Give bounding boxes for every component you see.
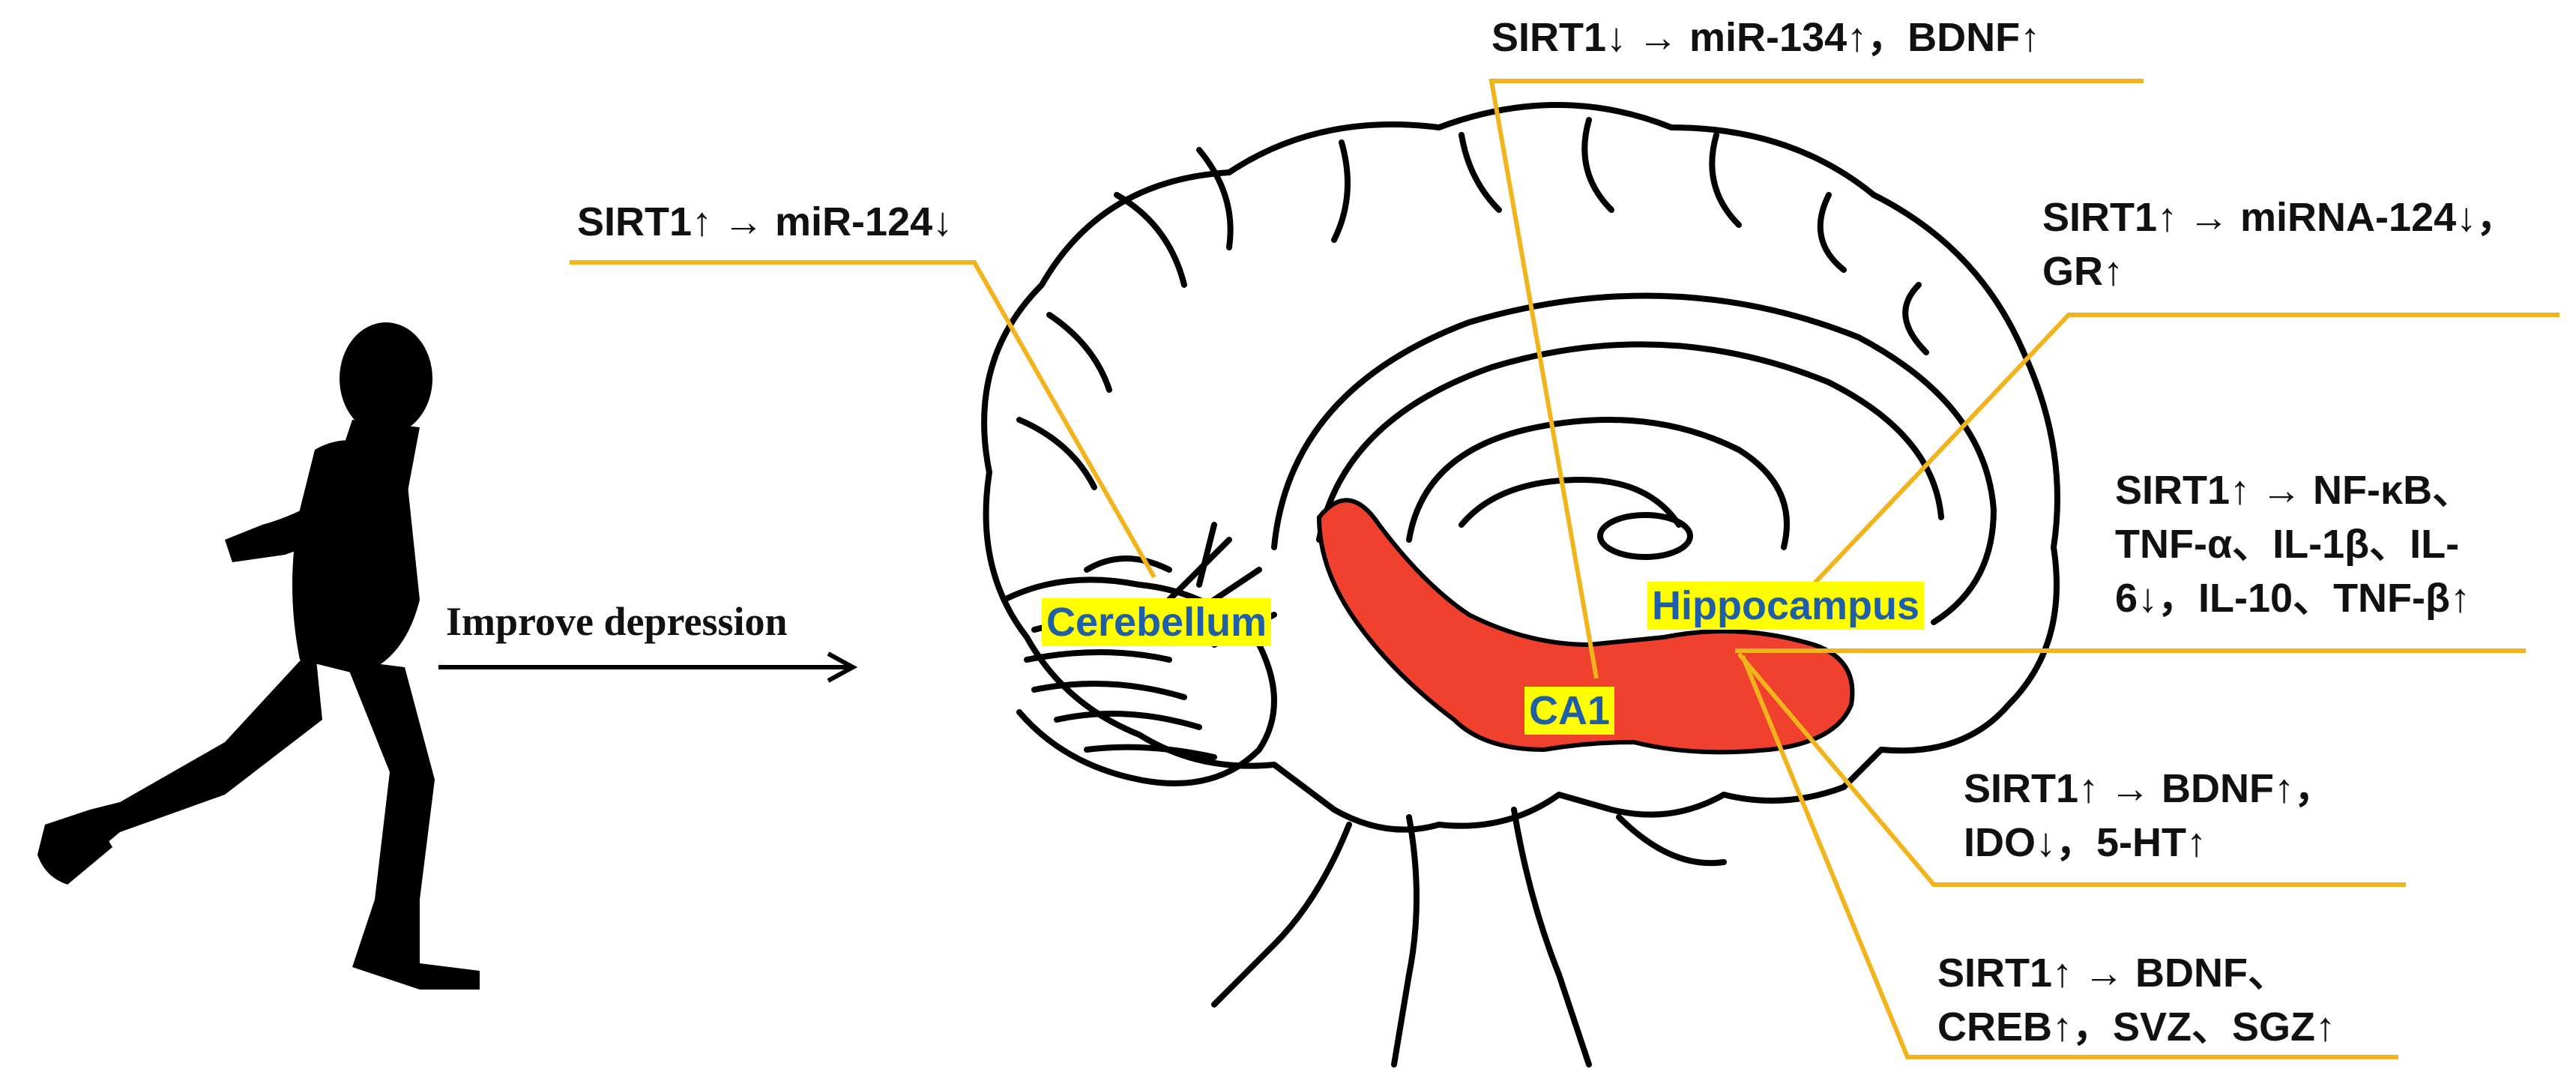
leader-top (1488, 79, 2144, 679)
annotation-cerebellum: SIRT1↑ → miR-124↓ (577, 199, 953, 244)
ca1-label: CA1 (1524, 687, 1615, 735)
leader-cerebellum (570, 260, 1156, 579)
annotation-creb: SIRT1↑ → BDNF、 CREB↑，SVZ、SGZ↑ (1937, 951, 2336, 1050)
leader-mirna-gr (1797, 313, 2560, 602)
arrow-caption: Improve depression (446, 599, 788, 644)
hippocampus-region (1316, 498, 1855, 755)
leader-lines (570, 79, 2560, 1059)
leader-bdnf-ido (1737, 652, 2406, 887)
cerebellum-label: Cerebellum (1042, 598, 1272, 646)
right-arrow-icon (438, 651, 858, 683)
hippocampus-label: Hippocampus (1647, 582, 1925, 630)
annotation-inflammation: SIRT1↑ → NF-κB、 TNF-α、IL-1β、IL- 6↓，IL-10… (2115, 468, 2473, 621)
annotation-top: SIRT1↓ → miR-134↑，BDNF↑ (1491, 15, 2041, 60)
runner-silhouette-icon (37, 322, 480, 990)
leader-creb (1740, 654, 2398, 1059)
annotation-mirna-gr: SIRT1↑ → miRNA-124↓， GR↑ (2042, 195, 2518, 294)
annotation-bdnf-ido: SIRT1↑ → BDNF↑， IDO↓，5-HT↑ (1964, 766, 2335, 865)
